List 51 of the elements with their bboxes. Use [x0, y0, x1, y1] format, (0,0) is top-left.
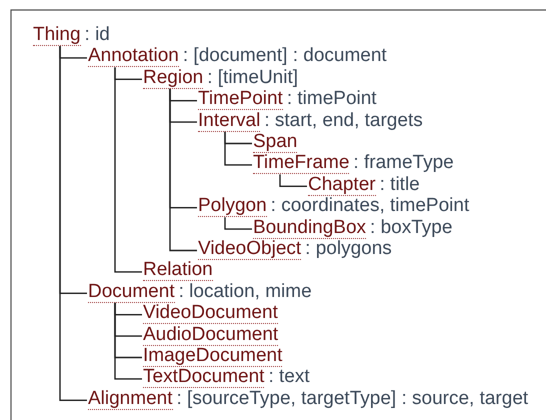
- class-name: Relation: [143, 259, 213, 282]
- class-entry: [198, 239, 392, 259]
- class-name: Polygon: [198, 195, 267, 218]
- class-name: Interval: [198, 110, 260, 132]
- class-name: Chapter: [308, 174, 376, 196]
- attribute-list: : timePoint: [286, 88, 377, 110]
- class-entry: [88, 388, 528, 409]
- class-entry: [143, 367, 310, 388]
- class-entry: [253, 218, 452, 238]
- class-name: Region: [143, 66, 204, 89]
- attribute-list: : [document] : document: [182, 45, 387, 66]
- class-entry: [88, 282, 312, 302]
- class-name: Span: [253, 131, 298, 153]
- class-name: Annotation: [88, 45, 179, 68]
- attribute-list: : frameType: [353, 152, 454, 174]
- class-name: TimeFrame: [253, 152, 350, 174]
- tree-line: [114, 302, 142, 380]
- class-name: VideoObject: [198, 238, 302, 260]
- class-entry: [308, 174, 420, 195]
- tree-line: [224, 217, 252, 230]
- class-name: Thing: [33, 24, 81, 46]
- attribute-list: : id: [84, 24, 110, 45]
- class-name: VideoDocument: [143, 302, 278, 324]
- class-entry: [198, 196, 470, 216]
- tree-line: [59, 46, 87, 401]
- tree-line: [224, 132, 252, 166]
- class-entry: [88, 46, 387, 66]
- tree-line: [169, 88, 197, 252]
- class-name: Document: [88, 280, 175, 303]
- attribute-list: : [timeUnit]: [207, 66, 298, 88]
- class-name: Alignment: [88, 388, 172, 410]
- class-name: AudioDocument: [143, 324, 278, 346]
- attribute-list: : text: [268, 366, 310, 388]
- attribute-list: : coordinates, timePoint: [270, 195, 470, 216]
- attribute-list: : [sourceType, targetType] : source, target: [176, 388, 528, 409]
- tree-line: [279, 174, 307, 187]
- attribute-list: : title: [380, 174, 420, 195]
- attribute-list: : start, end, targets: [264, 110, 423, 131]
- class-name: TextDocument: [143, 366, 264, 388]
- class-name: ImageDocument: [143, 345, 282, 367]
- class-name: BoundingBox: [253, 216, 366, 239]
- attribute-list: : boxType: [370, 216, 452, 238]
- attribute-list: : location, mime: [178, 280, 312, 302]
- class-entry: [198, 110, 423, 131]
- class-entry: [198, 89, 377, 110]
- attribute-list: : polygons: [305, 238, 392, 259]
- class-entry: [143, 68, 298, 88]
- tree-line: [114, 67, 142, 273]
- class-entry: [253, 153, 454, 174]
- class-name: TimePoint: [198, 88, 283, 110]
- class-entry: [33, 25, 110, 45]
